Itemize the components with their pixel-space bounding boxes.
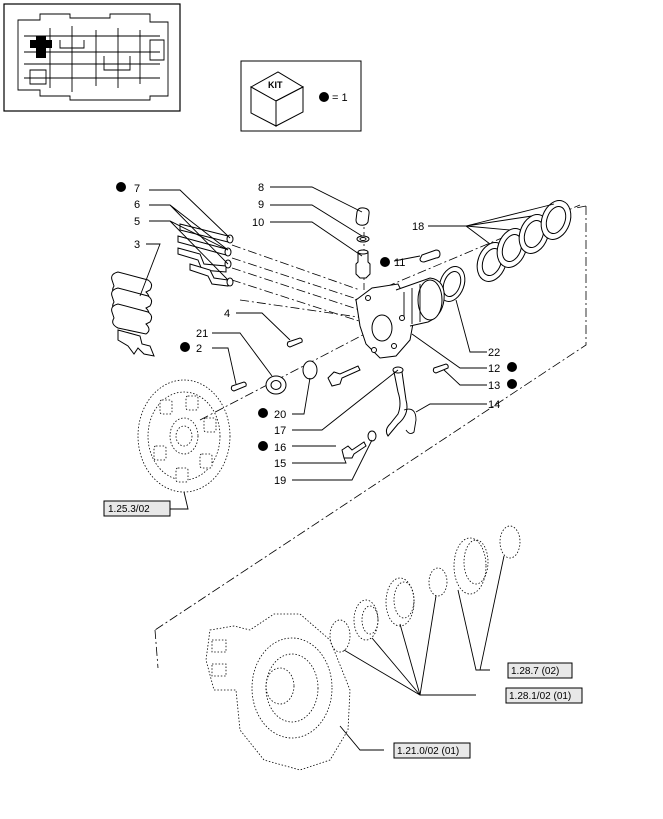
callout-8: 8 xyxy=(258,182,264,194)
pin-13 xyxy=(432,363,449,374)
callout-17: 17 xyxy=(274,425,286,437)
kit-dot-icon xyxy=(507,379,517,389)
callout-5: 5 xyxy=(134,216,140,228)
callout-15: 15 xyxy=(274,458,286,470)
ref-box-1-25-3-02[interactable]: 1.25.3/02 xyxy=(103,500,171,517)
callout-21: 21 xyxy=(196,328,208,340)
tube-14 xyxy=(385,368,408,437)
pump-housing xyxy=(355,277,445,359)
callouts: 7 6 5 3 8 9 10 11 18 4 21 2 22 12 13 14 … xyxy=(116,182,517,487)
ref-label: 1.28.1/02 (01) xyxy=(509,691,571,702)
reference-boxes: 1.25.3/02 1.28.7 (02) 1.28.1/02 (01) 1.2… xyxy=(103,500,583,759)
bolt-17 xyxy=(327,365,361,387)
callout-19: 19 xyxy=(274,475,286,487)
callout-16: 16 xyxy=(274,442,286,454)
callout-12: 12 xyxy=(488,363,500,375)
callout-3: 3 xyxy=(134,239,140,251)
kit-equals-text: = 1 xyxy=(332,92,348,104)
callout-6: 6 xyxy=(134,199,140,211)
o-ring-20 xyxy=(302,360,318,380)
ref-box-1-28-1-02-01[interactable]: 1.28.1/02 (01) xyxy=(505,687,583,704)
bent-plates xyxy=(111,271,155,357)
ref-label: 1.28.7 (02) xyxy=(511,666,559,677)
pin-11 xyxy=(419,249,441,263)
kit-dot-icon xyxy=(258,408,268,418)
lower-housing xyxy=(205,613,351,771)
kit-label: KIT xyxy=(268,80,283,90)
sealing-rings xyxy=(476,200,572,282)
ref-label: 1.21.0/02 (01) xyxy=(397,746,459,757)
ref-label: 1.25.3/02 xyxy=(108,504,150,515)
kit-dot-icon xyxy=(507,362,517,372)
lower-gear-assembly xyxy=(329,525,521,653)
kit-dot-icon xyxy=(180,342,190,352)
washer-19 xyxy=(367,430,377,442)
pin-2 xyxy=(230,381,247,392)
callout-14: 14 xyxy=(488,399,500,411)
callout-4: 4 xyxy=(224,308,230,320)
plug-valve-stack xyxy=(355,207,371,279)
leader-lines xyxy=(139,186,555,751)
callout-18: 18 xyxy=(412,221,424,233)
kit-dot-icon xyxy=(116,182,126,192)
callout-13: 13 xyxy=(488,380,500,392)
callout-22: 22 xyxy=(488,347,500,359)
callout-7: 7 xyxy=(134,183,140,195)
ref-box-1-28-7-02[interactable]: 1.28.7 (02) xyxy=(507,662,573,679)
kit-box-icon xyxy=(249,71,305,127)
callout-2: 2 xyxy=(196,343,202,355)
transmission-locator-thumbnail xyxy=(3,3,181,112)
ref-box-1-21-0-02-01[interactable]: 1.21.0/02 (01) xyxy=(393,742,471,759)
kit-dot-icon xyxy=(319,92,329,102)
callout-10: 10 xyxy=(252,217,264,229)
kit-dot-icon xyxy=(258,441,268,451)
pin-4 xyxy=(286,337,303,348)
callout-11: 11 xyxy=(394,257,405,269)
drive-plate xyxy=(137,379,231,493)
callout-20: 20 xyxy=(274,409,286,421)
kit-dot-icon xyxy=(380,257,390,267)
kit-legend: KIT = 1 xyxy=(240,60,362,132)
bolt-15 xyxy=(341,441,367,459)
callout-9: 9 xyxy=(258,199,264,211)
